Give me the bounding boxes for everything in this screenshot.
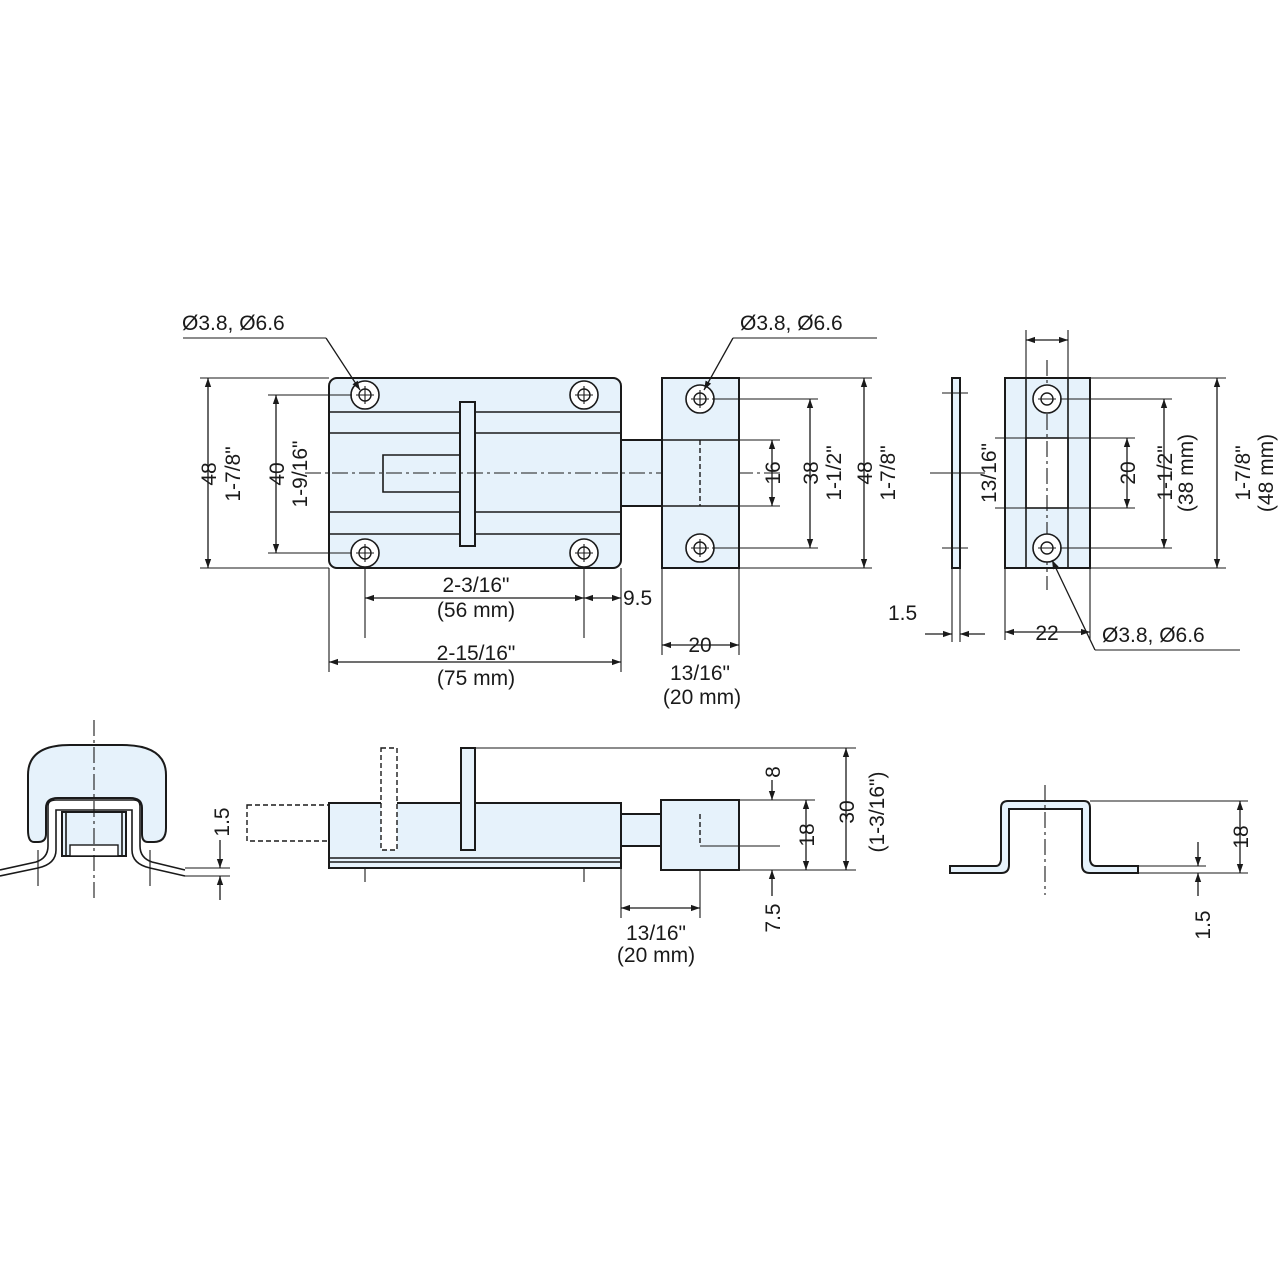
label-18b: 18: [1230, 825, 1253, 848]
bolt-body-front-view: [305, 377, 780, 569]
label-1-1-2b: 1-1/2": [1154, 445, 1177, 500]
hole-strike-bottom: [685, 533, 715, 563]
hole-strike-top: [685, 384, 715, 414]
label-40: 40: [266, 462, 289, 485]
label-38mm: (38 mm): [1175, 434, 1198, 512]
dimensions-strike-front: [995, 330, 1240, 651]
label-1-3-16: (1-3/16"): [866, 772, 889, 853]
label-48: 48: [198, 462, 221, 485]
strike-front-view: [1004, 360, 1091, 590]
label-13-16-vertical: 13/16": [978, 443, 1001, 503]
label-20-vertical: 20: [1117, 461, 1140, 484]
label-48mm: (48 mm): [1255, 434, 1278, 512]
label-13-16: 13/16": [670, 662, 730, 685]
label-75mm: (75 mm): [437, 667, 515, 690]
hole-top-right: [569, 380, 599, 410]
hole-spec-right: Ø3.8, Ø6.6: [1102, 624, 1205, 647]
strike-side-view: 1.5: [888, 377, 985, 642]
dimension-labels-strike-front: 13/16" 20 1-1/2" (38 mm) 1-7/8" (48 mm) …: [978, 434, 1278, 647]
hole-spec-middle: Ø3.8, Ø6.6: [740, 312, 843, 335]
bolt-end-view: 1.5: [0, 720, 234, 900]
label-16: 16: [762, 461, 785, 484]
bolt-side-view: [246, 747, 740, 882]
label-9-5: 9.5: [623, 587, 652, 610]
label-2-15-16: 2-15/16": [437, 642, 516, 665]
strike-profile-view: 18 1.5: [949, 785, 1253, 940]
dimensions-strike-plate: [661, 337, 877, 655]
label-56mm: (56 mm): [437, 599, 515, 622]
label-1-5-right: 1.5: [1192, 910, 1215, 939]
label-1-1-2: 1-1/2": [823, 445, 846, 500]
hole-top-left: [350, 380, 380, 410]
hole-strike2-bottom: [1032, 533, 1062, 563]
hole-strike2-top: [1032, 384, 1062, 414]
label-48b: 48: [854, 461, 877, 484]
label-8: 8: [762, 766, 785, 778]
label-1-9-16: 1-9/16": [289, 441, 312, 508]
label-20mm: (20 mm): [663, 686, 741, 709]
hole-bottom-left: [350, 538, 380, 568]
label-1-5-end: 1.5: [211, 807, 234, 836]
label-30: 30: [836, 800, 859, 823]
hole-bottom-right: [569, 538, 599, 568]
label-18: 18: [796, 823, 819, 846]
label-22: 22: [1035, 622, 1058, 645]
label-1-7-8: 1-7/8": [222, 446, 245, 501]
label-2-3-16: 2-3/16": [443, 574, 510, 597]
label-1-7-8b: 1-7/8": [877, 445, 900, 500]
hole-spec-left: Ø3.8, Ø6.6: [182, 312, 285, 335]
label-13-16b: 13/16": [626, 922, 686, 945]
label-7-5: 7.5: [762, 903, 785, 932]
dimension-labels-strike-plate: 20 13/16" (20 mm) 16 38 1-1/2" 48 1-7/8"…: [663, 312, 900, 709]
label-38: 38: [800, 461, 823, 484]
label-20mm-b: (20 mm): [617, 944, 695, 967]
label-20: 20: [688, 634, 711, 657]
label-1-7-8c: 1-7/8": [1232, 445, 1255, 500]
dimensions-side-view: 8 18 30 (1-3/16") 7.5 13/16" (20 mm): [475, 747, 889, 967]
label-1-5-thickness: 1.5: [888, 602, 917, 625]
dimension-labels-bolt-body: 48 1-7/8" 40 1-9/16" 2-3/16" (56 mm) 9.5…: [182, 312, 652, 690]
dimensions-bolt-body: [183, 337, 622, 672]
